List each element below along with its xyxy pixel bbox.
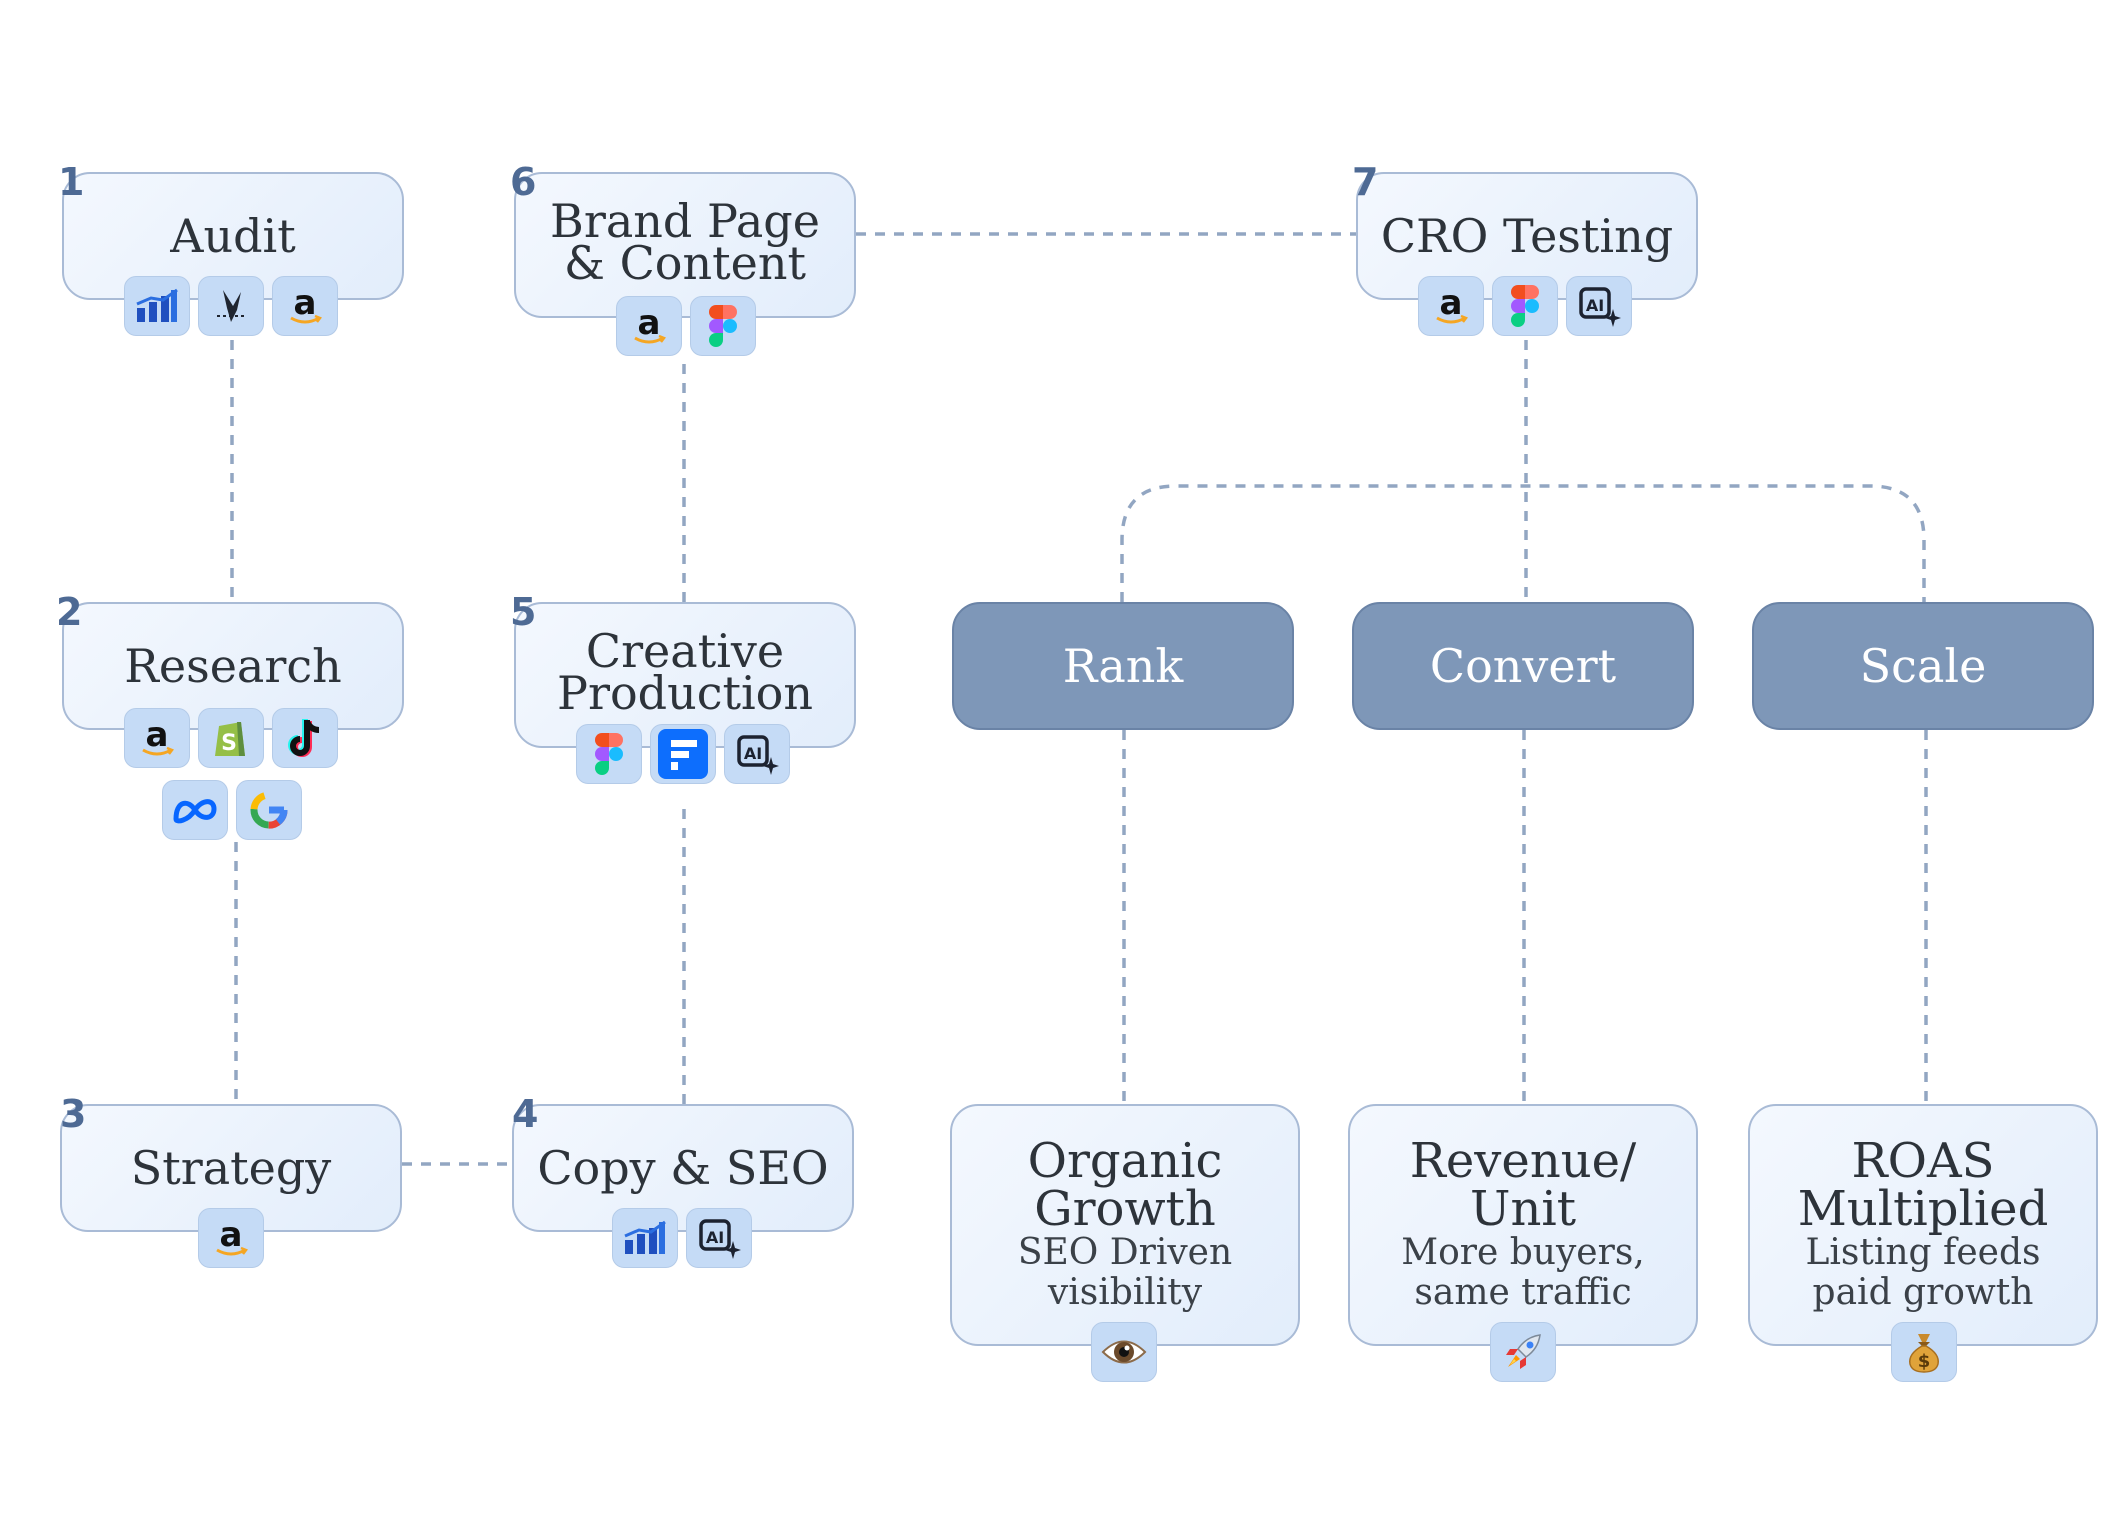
outcome-desc-line-1: SEO Driven bbox=[1017, 1232, 1233, 1273]
amazon-icon: a bbox=[272, 276, 338, 336]
rocket-icon bbox=[1490, 1322, 1556, 1382]
shopify-icon: S bbox=[198, 708, 264, 768]
step-title-line-1: Creative bbox=[585, 624, 785, 678]
ai-sparkle-icon: AI bbox=[1566, 276, 1632, 336]
svg-text:a: a bbox=[146, 716, 169, 755]
money-bag-icon: $ bbox=[1891, 1322, 1957, 1382]
outcome-desc-line-1: More buyers, bbox=[1401, 1232, 1645, 1273]
google-icon bbox=[236, 780, 302, 840]
step-title: Research bbox=[124, 639, 342, 693]
step-brand-page-node[interactable]: Brand Page & Content bbox=[514, 172, 856, 318]
svg-text:a: a bbox=[1440, 284, 1463, 323]
outcome-title-line-2: Multiplied bbox=[1797, 1181, 2049, 1237]
step-number: 7 bbox=[1352, 160, 1379, 204]
amazon-icon: a bbox=[198, 1208, 264, 1268]
analytics-bars-icon bbox=[612, 1208, 678, 1268]
amazon-icon: a bbox=[616, 296, 682, 356]
outcome-desc-line-1: Listing feeds bbox=[1805, 1232, 2041, 1273]
svg-text:AI: AI bbox=[706, 1228, 724, 1247]
outcome-icon-chip bbox=[1490, 1322, 1556, 1382]
tool-icons: a bbox=[198, 1208, 264, 1268]
tool-icons: AI bbox=[612, 1208, 752, 1268]
outcome-desc-line-2: paid growth bbox=[1812, 1272, 2034, 1313]
outcome-title-line-2: Growth bbox=[1034, 1181, 1216, 1237]
step-number: 1 bbox=[58, 160, 85, 204]
analytics-bars-icon bbox=[124, 276, 190, 336]
step-title-line-1: Brand Page bbox=[550, 194, 820, 248]
svg-text:a: a bbox=[220, 1216, 243, 1255]
tool-icons: a AI bbox=[1418, 276, 1632, 336]
step-title-line-2: Production bbox=[557, 666, 813, 720]
step-copy-seo-node[interactable]: Copy & SEO bbox=[512, 1104, 854, 1232]
meta-icon bbox=[162, 780, 228, 840]
svg-text:a: a bbox=[294, 284, 317, 323]
figma-icon bbox=[690, 296, 756, 356]
svg-text:a: a bbox=[638, 304, 661, 343]
step-title: CRO Testing bbox=[1380, 209, 1674, 263]
outcome-icon-chip bbox=[1091, 1322, 1157, 1382]
helium-leaf-icon bbox=[198, 276, 264, 336]
svg-text:$: $ bbox=[1918, 1351, 1931, 1372]
outcome-organic-growth[interactable]: Organic Growth SEO Driven visibility bbox=[950, 1104, 1300, 1346]
outcome-desc-line-2: visibility bbox=[1047, 1272, 1203, 1313]
amazon-icon: a bbox=[124, 708, 190, 768]
tool-icons: a bbox=[616, 296, 756, 356]
figma-icon bbox=[1492, 276, 1558, 336]
step-number: 3 bbox=[60, 1092, 87, 1136]
phase-label: Convert bbox=[1429, 639, 1617, 693]
step-creative-production-node[interactable]: Creative Production bbox=[514, 602, 856, 748]
connector-branch-bar bbox=[1120, 484, 1926, 602]
tiktok-icon bbox=[272, 708, 338, 768]
outcome-title-line-1: Revenue/ bbox=[1409, 1133, 1637, 1189]
step-number: 6 bbox=[510, 160, 537, 204]
step-number: 4 bbox=[512, 1092, 539, 1136]
phase-scale[interactable]: Scale bbox=[1752, 602, 2094, 730]
outcome-title-line-1: Organic bbox=[1027, 1133, 1223, 1189]
phase-rank[interactable]: Rank bbox=[952, 602, 1294, 730]
phase-label: Scale bbox=[1859, 639, 1987, 693]
step-title: Strategy bbox=[130, 1141, 332, 1195]
outcome-title-line-1: ROAS bbox=[1851, 1133, 1995, 1189]
step-title: Audit bbox=[170, 209, 296, 263]
svg-text:AI: AI bbox=[1586, 296, 1604, 315]
tool-icons: a bbox=[124, 276, 338, 336]
outcome-title-line-2: Unit bbox=[1469, 1181, 1576, 1237]
outcome-desc-line-2: same traffic bbox=[1414, 1272, 1632, 1313]
svg-text:S: S bbox=[221, 731, 237, 756]
outcome-roas-multiplied[interactable]: ROAS Multiplied Listing feeds paid growt… bbox=[1748, 1104, 2098, 1346]
phase-convert[interactable]: Convert bbox=[1352, 602, 1694, 730]
figma-icon bbox=[576, 724, 642, 784]
eye-icon bbox=[1091, 1322, 1157, 1382]
svg-text:AI: AI bbox=[744, 744, 762, 763]
phase-label: Rank bbox=[1062, 639, 1184, 693]
tool-icons-row-2 bbox=[162, 780, 302, 840]
step-title-line-2: & Content bbox=[564, 236, 806, 290]
ai-sparkle-icon: AI bbox=[686, 1208, 752, 1268]
tool-icons: AI bbox=[576, 724, 790, 784]
tool-icons: a S bbox=[124, 708, 338, 768]
step-title: Copy & SEO bbox=[537, 1141, 829, 1195]
amazon-icon: a bbox=[1418, 276, 1484, 336]
step-number: 2 bbox=[56, 590, 83, 634]
ai-sparkle-icon: AI bbox=[724, 724, 790, 784]
frame-f-icon bbox=[650, 724, 716, 784]
step-number: 5 bbox=[510, 590, 537, 634]
outcome-icon-chip: $ bbox=[1891, 1322, 1957, 1382]
outcome-revenue-unit[interactable]: Revenue/ Unit More buyers, same traffic bbox=[1348, 1104, 1698, 1346]
